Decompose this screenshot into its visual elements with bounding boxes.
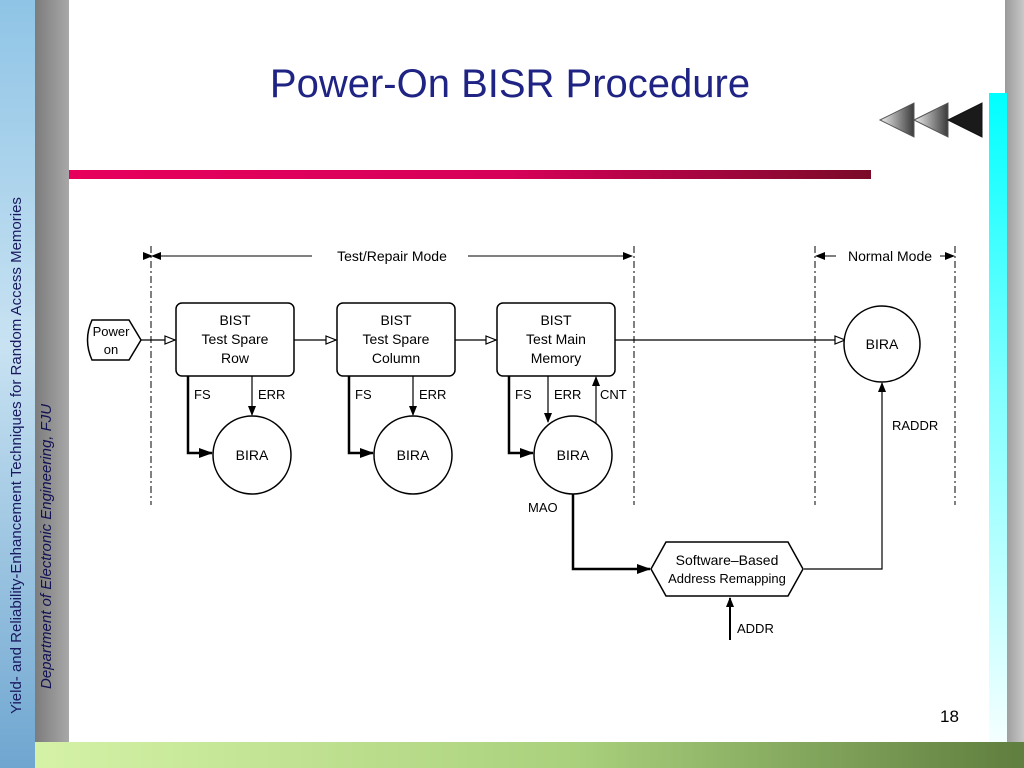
bist-main-memory-line2: Test Main [526,331,586,347]
remap-line1: Software–Based [676,552,779,568]
left-blue-band [0,0,35,768]
page-number: 18 [940,707,959,726]
err-label-1: ERR [258,387,285,402]
bira-label-3: BIRA [557,447,590,463]
mode-test-repair-label: Test/Repair Mode [337,248,447,264]
power-on-node [86,319,142,361]
power-on-line1: Power [93,324,131,339]
addr-label: ADDR [737,621,774,636]
mode-normal-label: Normal Mode [848,248,932,264]
bira-label-1: BIRA [236,447,269,463]
bist-main-memory-line3: Memory [531,350,582,366]
address-remapping-node [650,541,804,597]
fs-label-2: FS [355,387,372,402]
bist-spare-column-line3: Column [372,350,420,366]
nav-back-arrows-icon[interactable] [878,100,988,140]
slide-title: Power-On BISR Procedure [269,62,751,106]
bist-main-memory-line1: BIST [540,312,572,328]
bist-spare-row-line2: Test Spare [202,331,269,347]
bira-circle-1 [212,415,292,495]
bira-label-normal: BIRA [866,336,899,352]
bira-circle-2 [373,415,453,495]
bira-label-2: BIRA [397,447,430,463]
fs-label-3: FS [515,387,532,402]
bottom-green-band [35,742,1024,768]
right-grey-band [1005,0,1024,742]
raddr-label: RADDR [892,418,938,433]
err-label-3: ERR [554,387,581,402]
power-on-line2: on [104,342,118,357]
cnt-label: CNT [600,387,627,402]
bist-spare-column-line1: BIST [380,312,412,328]
bist-spare-row-line1: BIST [219,312,251,328]
title-underline [69,170,871,179]
bist-spare-row-line3: Row [221,350,250,366]
remap-line2: Address Remapping [668,571,786,586]
mao-label: MAO [528,500,558,515]
right-cyan-band [989,93,1007,742]
fs-label-1: FS [194,387,211,402]
left-grey-band [35,0,69,742]
bist-spare-column-line2: Test Spare [363,331,430,347]
err-label-2: ERR [419,387,446,402]
